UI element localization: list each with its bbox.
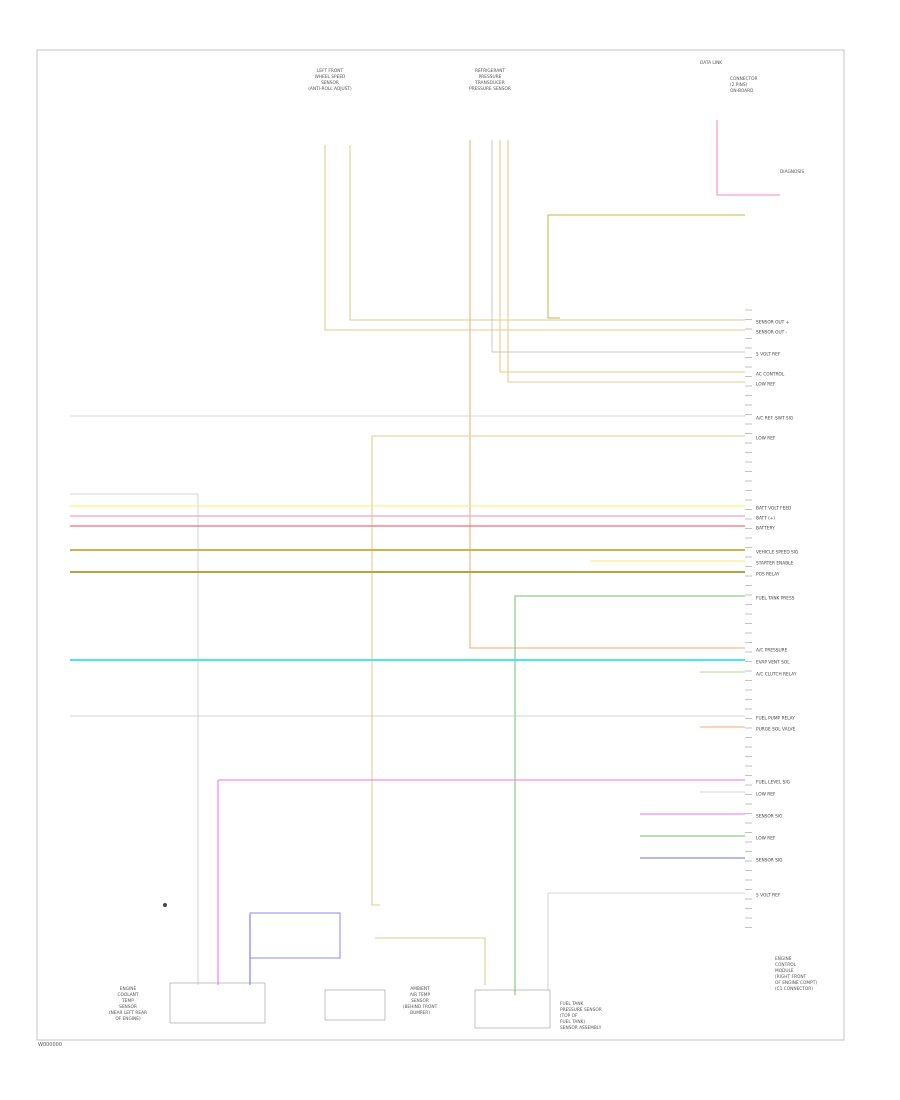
ecm-pin-label: 5 VOLT REF (756, 893, 781, 899)
ground-symbol-left (163, 903, 167, 907)
wire-gray-5v (547, 892, 745, 990)
ecm-pin-label: FUEL TANK PRESS (756, 596, 795, 602)
svg-text:DATA LINK: DATA LINK (700, 60, 722, 66)
fuel-tank-connector (474, 989, 551, 1029)
ecm-pin-label: A/C PRESSURE (756, 648, 788, 654)
ecm-pin-label: LOW REF (756, 792, 776, 798)
svg-text:REFRIGERANT: REFRIGERANT (475, 68, 505, 74)
svg-text:(NEAR LEFT REAR: (NEAR LEFT REAR (109, 1010, 147, 1016)
wire-layer (70, 120, 780, 995)
wire-tan-2 (349, 145, 745, 321)
ecm-pin-label: SENSOR SIG (756, 814, 782, 820)
svg-text:DIAGNOSIS: DIAGNOSIS (780, 169, 804, 175)
ecm-pin-label: SENSOR OUT - (756, 330, 788, 336)
wire-tan-amb (375, 937, 486, 985)
svg-text:WHEEL SPEED: WHEEL SPEED (315, 74, 346, 80)
svg-text:AMBIENT: AMBIENT (410, 986, 430, 992)
wire-orange-ref (469, 140, 745, 649)
svg-text:(RIGHT FRONT: (RIGHT FRONT (775, 974, 807, 980)
ecm-pin-label: FUEL LEVEL SIG (756, 780, 790, 786)
svg-text:(ANTI-ROLL ADJUST): (ANTI-ROLL ADJUST) (308, 86, 352, 92)
top-center-component-label: REFRIGERANT PRESSURE TRANSDUCER PRESSURE… (469, 68, 511, 92)
ecm-pin-label: BATT (+) (756, 516, 775, 522)
wire-tan-ref-1 (499, 140, 745, 373)
svg-text:BUMPER): BUMPER) (410, 1010, 430, 1016)
svg-text:(TOP OF: (TOP OF (560, 1013, 578, 1019)
svg-text:ON-BOARD: ON-BOARD (730, 88, 754, 94)
svg-text:TEMP: TEMP (121, 998, 134, 1004)
ecm-pin-label: SENSOR SIG (756, 858, 782, 864)
svg-text:OF ENGINE COMPT): OF ENGINE COMPT) (775, 980, 817, 986)
svg-text:FUEL TANK: FUEL TANK (560, 1001, 584, 1007)
ecm-pin-label: EVAP VENT SOL (756, 660, 790, 666)
svg-text:MODULE: MODULE (775, 968, 794, 974)
svg-text:LEFT FRONT: LEFT FRONT (317, 68, 344, 74)
svg-text:CONTROL: CONTROL (775, 962, 797, 968)
svg-text:(2 PINS): (2 PINS) (730, 82, 748, 88)
svg-text:AIR TEMP: AIR TEMP (410, 992, 431, 998)
ecm-pin-label: A/C REF. SWT SIG (756, 416, 793, 422)
diagram-frame (36, 49, 845, 1041)
svg-text:(C1 CONNECTOR): (C1 CONNECTOR) (775, 986, 813, 992)
ecm-pin-label: STARTER ENABLE (756, 561, 794, 567)
wire-gray-batt (70, 493, 199, 985)
wire-green-fuel-press (514, 595, 745, 995)
connector-pins (745, 309, 752, 928)
svg-text:SENSOR ASSEMBLY: SENSOR ASSEMBLY (560, 1025, 602, 1031)
ecm-pin-label: PURGE SOL VALVE (756, 727, 795, 733)
ecm-pin-label: BATT VOLT FEED (756, 506, 792, 512)
ecm-pin-label: LOW REF (756, 836, 776, 842)
svg-text:TRANSDUCER: TRANSDUCER (474, 80, 504, 86)
svg-text:(BEHIND FRONT: (BEHIND FRONT (403, 1004, 438, 1010)
ambient-sensor-label: AMBIENT AIR TEMP SENSOR (BEHIND FRONT BU… (403, 986, 438, 1016)
ecm-pin-label: POS RELAY (756, 572, 780, 578)
ecm-pin-label: FUEL PUMP RELAY (756, 716, 795, 722)
ambient-connector (324, 989, 386, 1021)
ecm-pin-label: LOW REF (756, 436, 776, 442)
wire-tan-1 (324, 145, 745, 331)
diagram-code: W000000 (38, 1042, 63, 1048)
wire-darkyellow-dlc-drop (547, 215, 560, 319)
svg-text:SENSOR: SENSOR (119, 1004, 137, 1010)
top-right-component-label: DATA LINK CONNECTOR (2 PINS) ON-BOARD DI… (700, 60, 804, 175)
ecm-pin-label: 5 VOLT REF (756, 352, 781, 358)
svg-text:CONNECTOR: CONNECTOR (730, 76, 758, 82)
top-left-component-label: LEFT FRONT WHEEL SPEED SENSOR (ANTI-ROLL… (308, 68, 352, 92)
svg-text:COOLANT: COOLANT (117, 992, 138, 998)
svg-text:OF ENGINE): OF ENGINE) (115, 1016, 141, 1022)
fuel-tank-sensor-label: FUEL TANK PRESSURE SENSOR (TOP OF FUEL T… (560, 1001, 602, 1031)
control-module-label: ENGINE CONTROL MODULE (RIGHT FRONT OF EN… (775, 956, 817, 992)
ecm-pin-label: SENSOR OUT + (756, 320, 790, 326)
svg-text:FUEL TANK): FUEL TANK) (560, 1019, 585, 1025)
wire-tan-ref-2 (507, 140, 745, 383)
ecm-pin-label: BATTERY (756, 526, 775, 532)
svg-text:SENSOR: SENSOR (411, 998, 429, 1004)
ecm-pin-labels: SENSOR OUT + SENSOR OUT - 5 VOLT REF AC CON… (756, 320, 798, 899)
wire-tan-low-ref-drop (371, 436, 380, 906)
svg-text:ENGINE: ENGINE (775, 956, 792, 962)
svg-text:PRESSURE: PRESSURE (479, 74, 502, 80)
ecm-pin-label: AC CONTROL (756, 372, 785, 378)
engine-coolant-sensor-label: ENGINE COOLANT TEMP SENSOR (NEAR LEFT RE… (109, 986, 147, 1022)
ecm-pin-label: A/C CLUTCH RELAY (756, 672, 797, 678)
ecm-pin-label: LOW REF (756, 382, 776, 388)
ecm-pin-label: VEHICLE SPEED SIG (756, 550, 798, 556)
wire-pink-dlc (716, 120, 780, 196)
svg-text:PRESSURE SENSOR: PRESSURE SENSOR (560, 1007, 602, 1013)
svg-text:PRESSURE SENSOR: PRESSURE SENSOR (469, 86, 511, 92)
svg-text:SENSOR: SENSOR (321, 80, 339, 86)
svg-text:ENGINE: ENGINE (120, 986, 137, 992)
engine-coolant-connector (169, 912, 341, 1024)
wire-gray-ref (491, 140, 745, 353)
